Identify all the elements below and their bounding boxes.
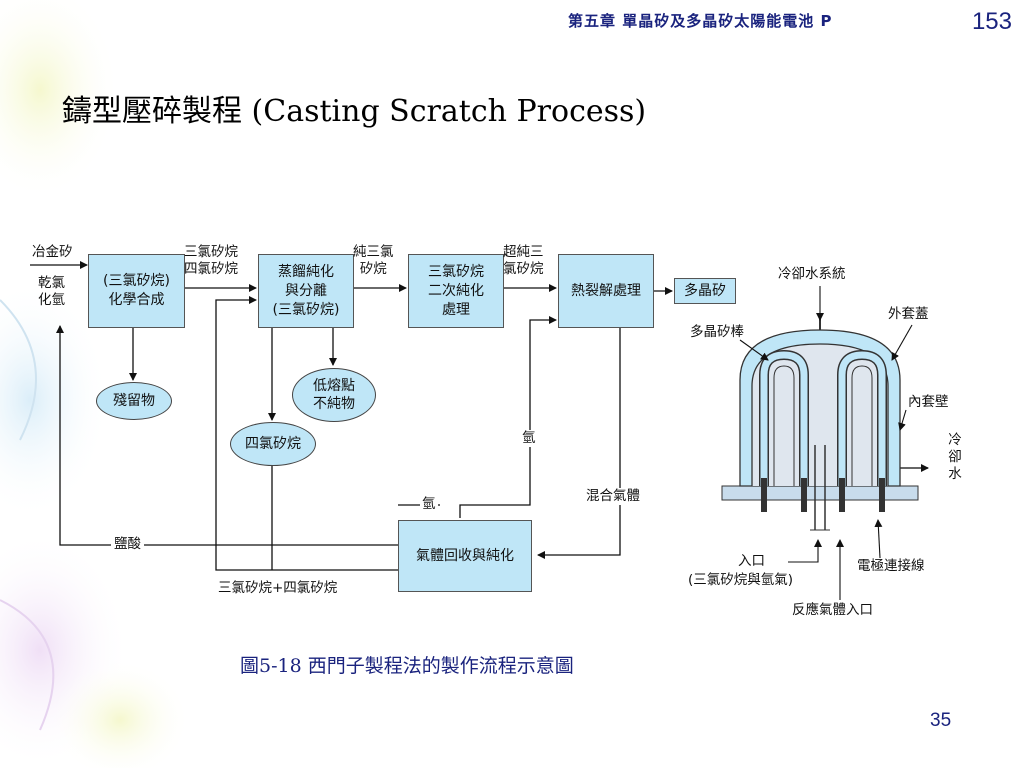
figure-caption: 圖5-18 西門子製程法的製作流程示意圖: [240, 655, 574, 677]
chapter-header: 第五章 單晶矽及多晶矽太陽能電池 P: [568, 12, 833, 30]
ellipse-residue: 殘留物: [96, 382, 172, 420]
label-metallurgical-silicon: 冶金矽: [32, 244, 73, 260]
label-inlet-gas: (三氯矽烷與氫氣): [688, 572, 794, 588]
label-chlorosilanes: 三氯矽烷 四氯矽烷: [184, 244, 238, 277]
box-gas-recovery-label: 氣體回收與純化: [416, 547, 514, 564]
page-number: 153: [971, 8, 1012, 35]
label-poly-rod: 多晶矽棒: [690, 324, 744, 340]
box-polysilicon-product: 多晶矽: [674, 278, 736, 304]
label-tcs-plus-stc: 三氯矽烷+四氯矽烷: [218, 580, 338, 596]
label-cooling-water-system: 冷卻水系統: [778, 266, 846, 282]
label-inner-wall: 內套壁: [908, 394, 949, 410]
box-pyrolysis: 熱裂解處理: [558, 254, 654, 328]
box-chemical-synthesis: (三氯矽烷) 化學合成: [88, 254, 185, 328]
box-distillation-label: 蒸餾純化 與分離 (三氯矽烷): [272, 263, 340, 318]
ellipse-sicl4: 四氯矽烷: [230, 422, 316, 466]
label-hydrochloric-acid: 鹽酸: [111, 536, 144, 553]
label-hydrogen-up: 氫: [522, 430, 536, 447]
box-gas-recovery: 氣體回收與純化: [398, 520, 532, 592]
label-inlet: 入口: [738, 553, 765, 569]
box-secondary-purification-label: 三氯矽烷 二次純化 處理: [428, 263, 484, 318]
label-dry-hcl: 乾氯 化氫: [38, 275, 65, 308]
label-cooling-water: 冷 卻 水: [948, 432, 962, 482]
label-pure-tcs: 純三氯 矽烷: [353, 244, 394, 277]
box-chemical-synthesis-label: (三氯矽烷) 化學合成: [103, 273, 170, 308]
ellipse-low-boiling-label: 低熔點 不純物: [313, 378, 355, 412]
box-distillation: 蒸餾純化 與分離 (三氯矽烷): [258, 254, 354, 328]
ellipse-sicl4-label: 四氯矽烷: [245, 436, 301, 452]
label-mixed-gas: 混合氣體: [586, 488, 640, 505]
label-reaction-gas-inlet: 反應氣體入口: [792, 602, 873, 618]
box-polysilicon-label: 多晶矽: [684, 282, 726, 299]
label-outer-cover: 外套蓋: [888, 306, 929, 322]
cvd-reactor: [721, 286, 929, 600]
ellipse-low-boiling-impurities: 低熔點 不純物: [292, 368, 376, 422]
slide-title: 鑄型壓碎製程 (Casting Scratch Process): [62, 94, 647, 129]
label-ultra-pure-tcs: 超純三 氯矽烷: [503, 244, 544, 277]
box-secondary-purification: 三氯矽烷 二次純化 處理: [408, 254, 504, 328]
slide-number: 35: [930, 710, 952, 731]
label-hydrogen-input: 氫: [420, 496, 438, 513]
label-electrode: 電極連接線: [857, 558, 925, 574]
box-pyrolysis-label: 熱裂解處理: [571, 282, 641, 299]
ellipse-residue-label: 殘留物: [113, 393, 155, 409]
